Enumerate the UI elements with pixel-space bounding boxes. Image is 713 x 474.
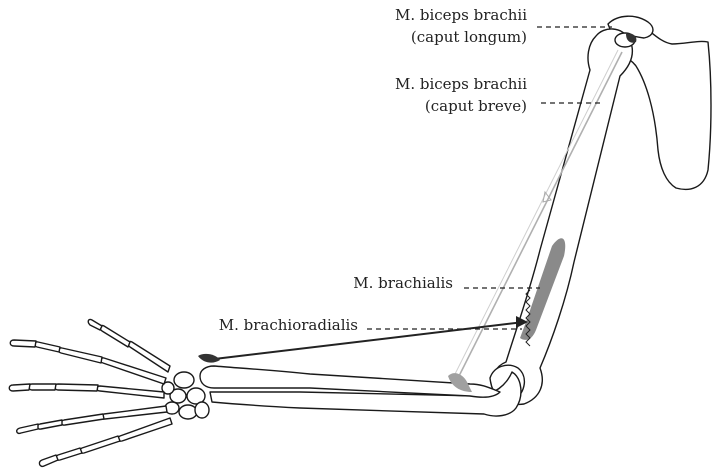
label-biceps-long-line1: M. biceps brachii — [395, 6, 527, 24]
label-brachialis: M. brachialis — [353, 274, 453, 292]
hand-bones — [9, 319, 172, 466]
label-biceps-short-line2: (caput breve) — [425, 97, 527, 115]
label-brachioradialis: M. brachioradialis — [219, 316, 358, 334]
label-biceps-long-line2: (caput longum) — [411, 28, 527, 46]
label-biceps-short-line1: M. biceps brachii — [395, 75, 527, 93]
